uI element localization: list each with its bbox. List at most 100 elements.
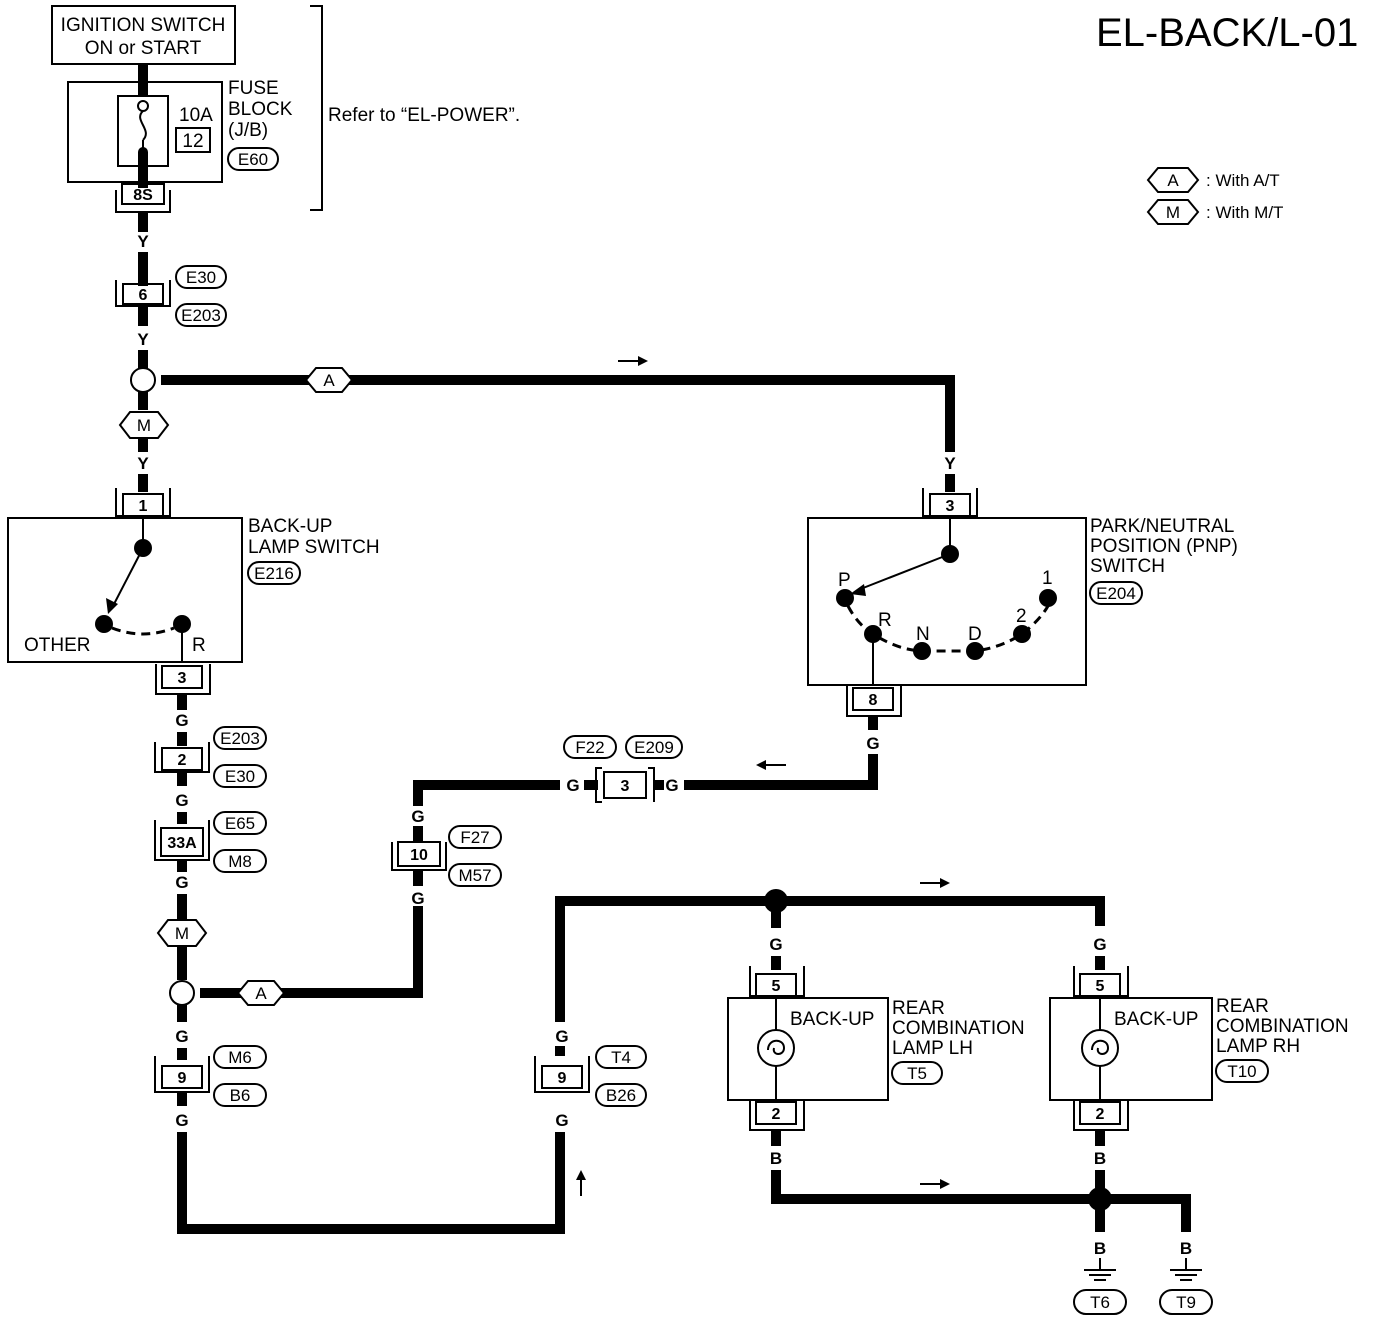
joint-10-connector-a: F27 [460,828,489,847]
joint-9-left-connector-a: M6 [228,1048,252,1067]
joint-3-connector-b: E209 [634,738,674,757]
pnp-switch: 3 P R N D 2 1 PARK/NEUTRAL POSITION (PNP… [807,488,1238,717]
joint-10-connector-b: M57 [458,866,491,885]
joint-33a-connector-b: M8 [228,852,252,871]
legend: A : With A/T M : With M/T [1146,167,1283,225]
wire-color-y2: Y [137,330,149,349]
svg-text:M: M [137,416,151,435]
wire-color-y4: Y [944,454,956,473]
wire-color-b3: B [1094,1239,1106,1258]
wire-color-g8: G [866,734,879,753]
joint-9-right-connector-a: T4 [611,1048,631,1067]
svg-text:1: 1 [139,498,148,515]
lamp-rh-line3: LAMP RH [1216,1036,1300,1057]
backup-switch-connector: E216 [254,564,294,583]
svg-text:A: A [323,371,335,390]
splice-lamps-top [764,889,788,913]
option-a-bottom [236,980,286,1006]
joint-connector-10: 10 F27 M57 [391,825,502,887]
option-m-top [118,411,170,439]
splice-open-bottom [169,980,195,1006]
refer-text: Refer to “EL-POWER”. [328,105,520,126]
joint-6-connector-a: E30 [186,268,216,287]
lamp-rh-inner: BACK-UP [1114,1009,1198,1030]
legend-a-letter: A [1167,171,1179,190]
splice-open-top [130,367,156,393]
fuse-block-line2: BLOCK [228,99,293,120]
wire-color-g5: G [411,807,424,826]
pnp-line1: PARK/NEUTRAL [1090,516,1234,537]
rear-combination-lamp-rh: 5 BACK-UP REAR COMBINATION LAMP RH T10 2 [1049,966,1349,1131]
fuse-terminal: 8S [133,187,153,204]
ground-2-connector: T9 [1176,1293,1196,1312]
wire-color-g10: G [175,1111,188,1130]
lamp-lh-line2: COMBINATION [892,1018,1025,1039]
pnp-1: 1 [1042,568,1053,589]
svg-text:2: 2 [772,1106,781,1123]
legend-m-text: : With M/T [1206,203,1283,222]
pnp-r: R [878,610,892,631]
svg-text:3: 3 [946,498,955,515]
joint-connector-33a: 33A E65 M8 [154,811,267,873]
svg-text:M: M [175,924,189,943]
wire-color-g6: G [566,776,579,795]
fuse-block-line3: (J/B) [228,120,268,141]
svg-text:2: 2 [1096,1106,1105,1123]
svg-text:3: 3 [621,778,630,795]
legend-a-symbol [1146,167,1200,193]
fuse-block: 10A 12 FUSE BLOCK (J/B) E60 8S [67,64,293,213]
ground-icon-1 [1084,1269,1116,1281]
joint-9-right-connector-b: B26 [606,1086,636,1105]
lamp-lh-connector: T5 [907,1064,927,1083]
wire-color-g14: G [1093,935,1106,954]
splice-ground [1088,1187,1112,1211]
wire-color-b1: B [770,1149,782,1168]
joint-9-left-connector-b: B6 [230,1086,251,1105]
wire-color-b2: B [1094,1149,1106,1168]
backup-switch-line1: BACK-UP [248,516,332,537]
joint-6-connector-b: E203 [181,306,221,325]
legend-m-symbol [1146,199,1200,225]
option-a-top [304,367,354,393]
lamp-rh-line2: COMBINATION [1216,1016,1349,1037]
pnp-d: D [968,624,982,645]
svg-text:2: 2 [178,752,187,769]
wire-color-g7: G [665,776,678,795]
backup-lamp-switch: 1 OTHER R BACK-UP LAMP SWITCH E216 3 [7,488,380,695]
ground-1-connector: T6 [1090,1293,1110,1312]
pnp-n: N [916,624,930,645]
svg-text:A: A [255,984,267,1003]
pnp-p: P [838,570,851,591]
pnp-line3: SWITCH [1090,556,1165,577]
lamp-rh-line1: REAR [1216,996,1269,1017]
lamp-lh-line1: REAR [892,998,945,1019]
flow-arrow-right-3 [940,1179,950,1189]
flow-arrow-left [756,760,766,770]
wire-color-b4: B [1180,1239,1192,1258]
joint-2-connector-b: E30 [225,767,255,786]
wire-color-y1: Y [137,232,149,251]
flow-arrow-right-1 [638,356,648,366]
joint-connector-6: 6 E30 E203 [115,265,227,327]
wire-color-g11: G [555,1111,568,1130]
diagram-title: EL-BACK/L-01 [1096,11,1358,55]
wire-color-g1: G [175,711,188,730]
ignition-line1: IGNITION SWITCH [61,15,226,36]
svg-text:9: 9 [558,1070,567,1087]
wire-color-g9: G [175,1027,188,1046]
flow-arrow-right-2 [940,878,950,888]
svg-text:9: 9 [178,1070,187,1087]
fuse-block-line1: FUSE [228,78,279,99]
joint-2-connector-a: E203 [220,729,260,748]
joint-connector-9-left: 9 M6 B6 [154,1045,267,1107]
svg-text:6: 6 [139,287,148,304]
lamp-rh-connector: T10 [1227,1062,1256,1081]
backup-switch-other: OTHER [24,635,91,656]
wire-color-g4: G [411,889,424,908]
svg-text:33A: 33A [167,835,197,852]
fuse-number: 12 [182,131,203,152]
flow-arrow-up [576,1170,586,1180]
ignition-switch: IGNITION SWITCH ON or START [51,5,236,65]
svg-text:8: 8 [869,692,878,709]
ignition-line2: ON or START [85,38,202,59]
